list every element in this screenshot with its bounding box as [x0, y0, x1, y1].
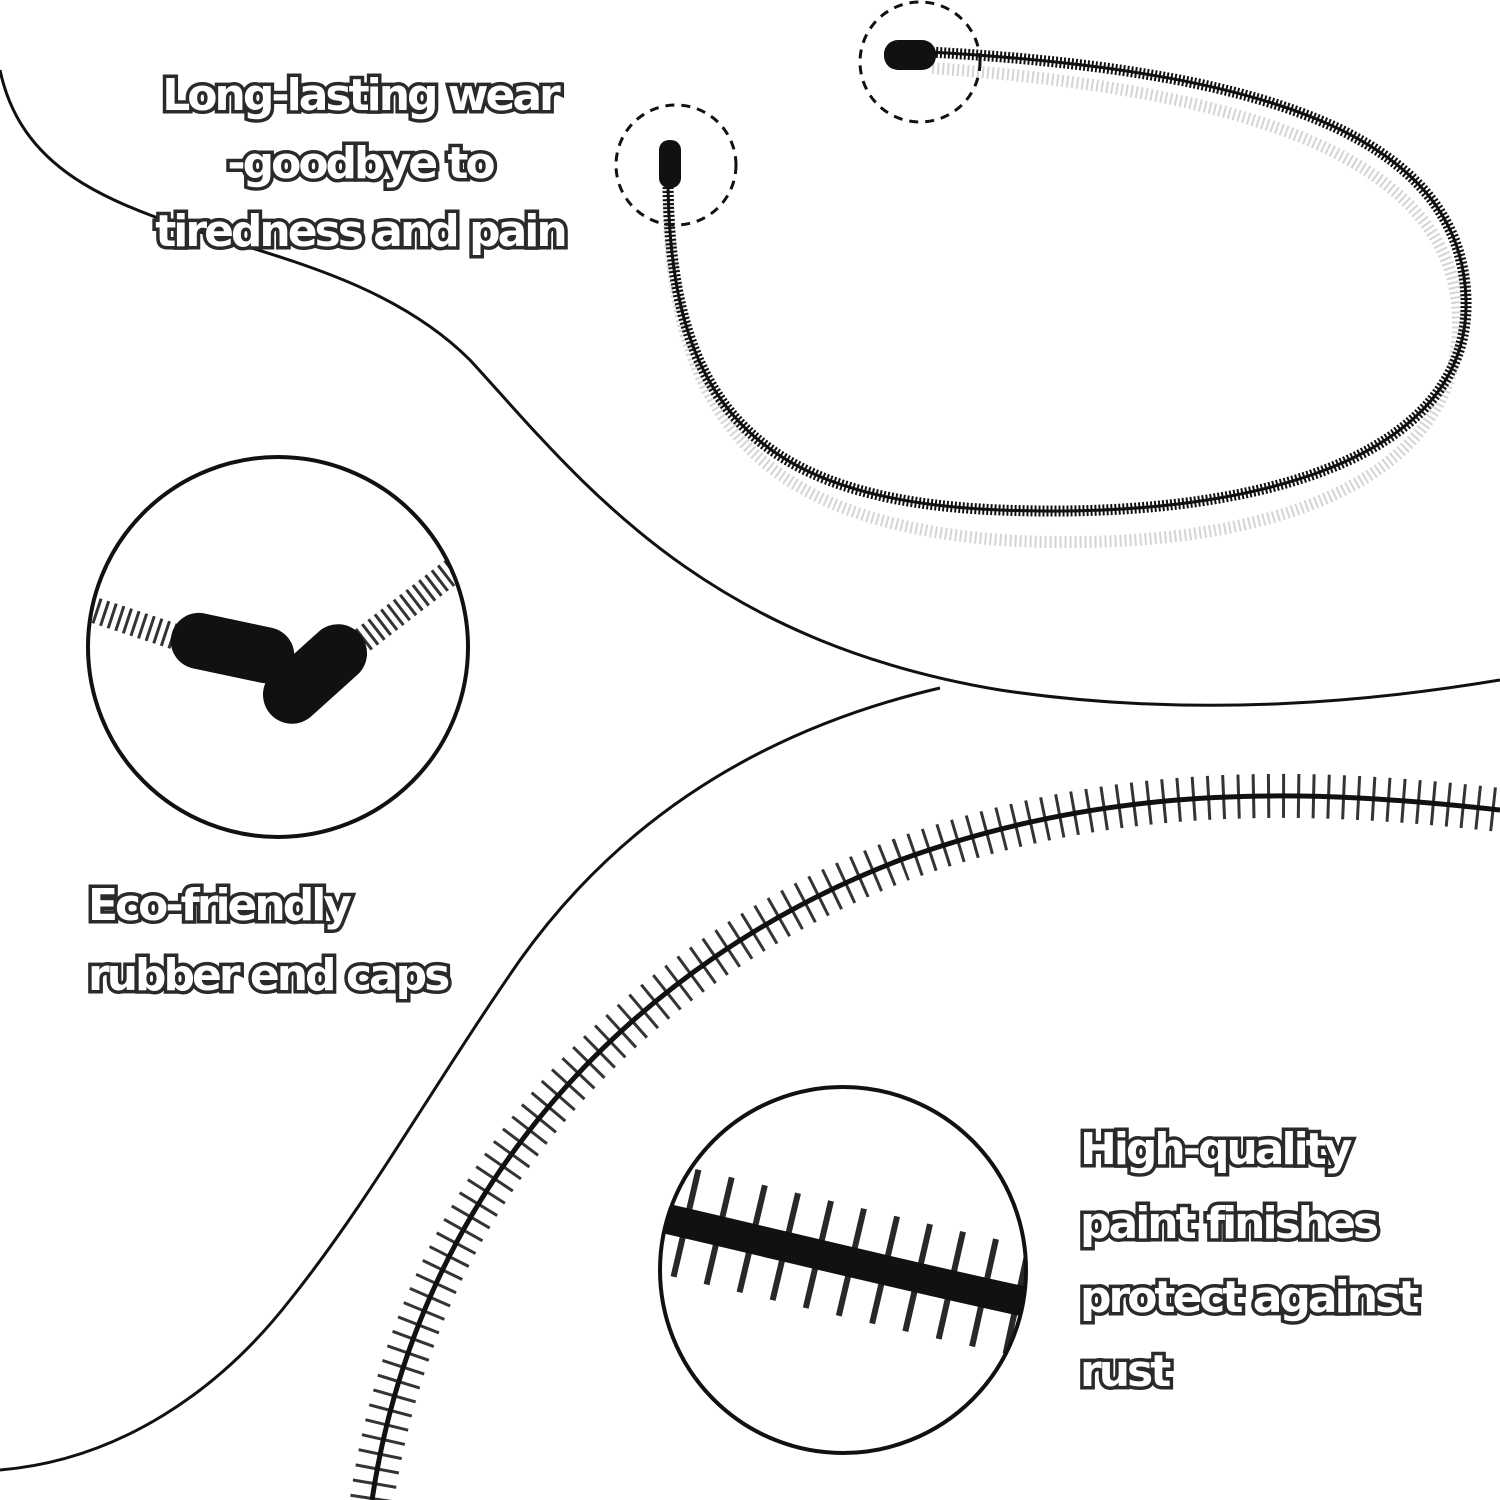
callout-circle-right [858, 0, 982, 124]
end-caps-closeup [88, 457, 468, 837]
headband-reflection [662, 62, 1465, 549]
end-caps-closeup-frame [86, 455, 470, 839]
feature-text-line: protect against [1077, 1272, 1423, 1323]
callout-circle-left [614, 103, 738, 227]
feature-text-line: Eco-friendly [85, 880, 356, 931]
feature-text-line: Long-lasting wear [159, 70, 564, 121]
feature-text-line: paint finishes [1077, 1198, 1383, 1249]
divider-curve-upper [0, 69, 1500, 707]
spring-closeup [660, 1087, 1026, 1453]
feature-text-line: -goodbye to [224, 138, 499, 189]
end-cap-right [884, 40, 936, 70]
headband-coil [662, 46, 1472, 517]
feature-text-line: High-quality [1077, 1124, 1356, 1175]
feature-text-line: rust [1077, 1346, 1175, 1397]
feature-long-lasting-wear: Long-lasting wear -goodbye to tiredness … [145, 70, 575, 278]
spring-closeup-frame [658, 1085, 1028, 1455]
end-cap-left [659, 140, 681, 188]
feature-rubber-end-caps: Eco-friendly rubber end caps [85, 880, 488, 1024]
feature-text-line: rubber end caps [85, 950, 454, 1001]
divider-curve-lower [0, 686, 941, 1472]
feature-paint-finish: High-quality paint finishes protect agai… [1077, 1124, 1480, 1424]
feature-text-line: tiredness and pain [152, 206, 571, 257]
